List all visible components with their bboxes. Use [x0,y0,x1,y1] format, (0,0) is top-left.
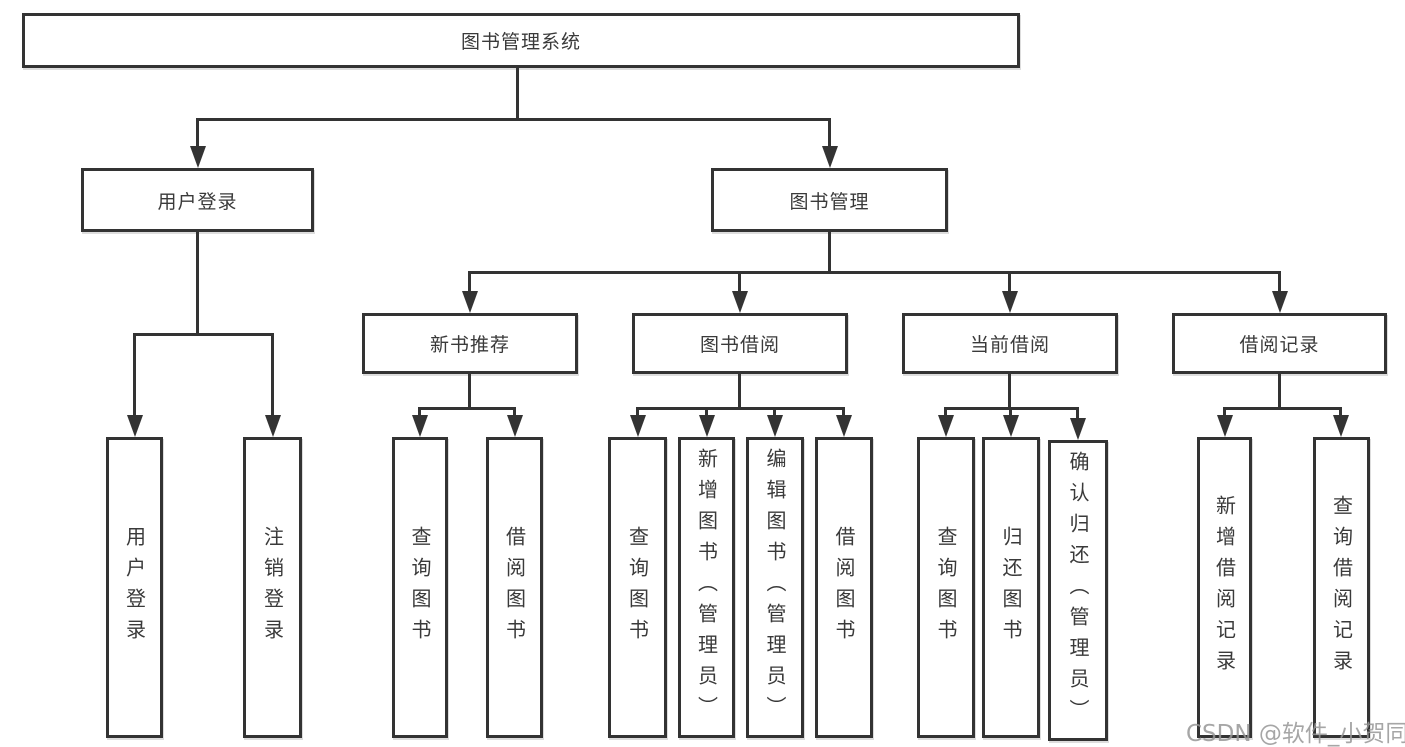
node-label: 查询图书 [625,525,650,650]
connector-line [1008,274,1011,293]
node-label: 查询借阅记录 [1329,494,1354,681]
leaf-cb-query-books: 查询图书 [917,437,975,738]
connector-line [1076,410,1079,419]
connector-line [842,410,845,418]
connector-line [468,274,471,293]
connector-line [468,271,1281,274]
connector-line [705,410,708,418]
node-user-login: 用户登录 [81,168,314,232]
connector-arrowhead [127,415,143,437]
node-label: 新增借阅记录 [1212,494,1237,681]
node-label: 图书管理系统 [460,31,581,53]
connector-arrowhead [1002,291,1018,313]
connector-line [1339,410,1342,418]
leaf-bb-edit-books-admin: 编辑图书（管理员） [746,437,804,738]
connector-arrowhead [412,415,428,437]
node-label: 确认归还（管理员） [1066,451,1090,730]
node-label: 查询图书 [934,525,958,650]
connector-line [1008,374,1011,410]
node-label: 归还图书 [999,525,1023,650]
connector-line [738,274,741,293]
connector-arrowhead [836,415,852,437]
connector-line [196,232,199,336]
node-label: 新增图书（管理员） [694,448,719,727]
leaf-bb-query-books: 查询图书 [608,437,667,738]
node-label: 当前借阅 [969,334,1050,356]
connector-line [636,410,639,418]
node-new-book-recommend: 新书推荐 [362,313,578,374]
connector-line [636,407,845,410]
connector-arrowhead [190,146,206,168]
node-label: 借阅图书 [502,525,527,650]
leaf-user-login: 用户登录 [106,437,163,738]
node-book-management: 图书管理 [711,168,948,232]
connector-line [196,121,199,150]
connector-line [418,407,516,410]
node-label: 图书管理 [789,190,870,213]
csdn-watermark: CSDN @软件_小贺同学 [1186,721,1405,747]
connector-line [1278,374,1281,410]
leaf-logout-login: 注销登录 [243,437,302,738]
leaf-br-add-record: 新增借阅记录 [1197,437,1252,738]
node-borrowing-records: 借阅记录 [1172,313,1387,374]
node-label: 查询图书 [408,525,432,650]
connector-line [271,336,274,417]
connector-arrowhead [699,415,715,437]
connector-arrowhead [1333,415,1349,437]
node-label: 用户登录 [122,525,147,650]
node-label: 借阅记录 [1239,334,1320,356]
connector-arrowhead [767,415,783,437]
node-label: 图书借阅 [699,334,780,356]
connector-line [418,410,421,418]
connector-line [1278,274,1281,293]
connector-line [1223,407,1342,410]
node-label: 用户登录 [157,190,238,213]
node-label: 借阅图书 [832,525,856,650]
leaf-cb-confirm-return-admin: 确认归还（管理员） [1048,440,1108,741]
node-label: 新书推荐 [429,334,510,356]
leaf-cb-return-books: 归还图书 [982,437,1040,738]
connector-arrowhead [265,415,281,437]
connector-line [1223,410,1226,418]
connector-arrowhead [462,291,478,313]
connector-arrowhead [1272,291,1288,313]
connector-line [196,118,831,121]
connector-line [773,410,776,418]
connector-line [944,410,947,418]
connector-arrowhead [1070,418,1086,440]
node-label: 注销登录 [260,525,285,650]
node-current-borrowing: 当前借阅 [902,313,1118,374]
connector-line [828,121,831,150]
node-root-system: 图书管理系统 [22,13,1020,68]
connector-arrowhead [938,415,954,437]
connector-line [828,232,831,274]
connector-arrowhead [822,146,838,168]
leaf-bb-add-books-admin: 新增图书（管理员） [678,437,735,738]
connector-line [133,336,136,417]
connector-arrowhead [630,415,646,437]
connector-line [738,374,741,410]
connector-arrowhead [1003,415,1019,437]
node-label: 编辑图书（管理员） [763,448,787,727]
leaf-br-query-record: 查询借阅记录 [1313,437,1370,738]
connector-line [133,333,274,336]
connector-arrowhead [1217,415,1233,437]
connector-line [468,374,471,410]
connector-line [944,407,1079,410]
connector-line [1009,410,1012,418]
leaf-nbr-borrow-books: 借阅图书 [486,437,543,738]
connector-line [513,410,516,418]
connector-line [516,68,519,121]
connector-arrowhead [732,291,748,313]
connector-arrowhead [507,415,523,437]
node-book-borrowing: 图书借阅 [632,313,848,374]
leaf-bb-borrow-books: 借阅图书 [815,437,873,738]
leaf-nbr-query-books: 查询图书 [392,437,448,738]
